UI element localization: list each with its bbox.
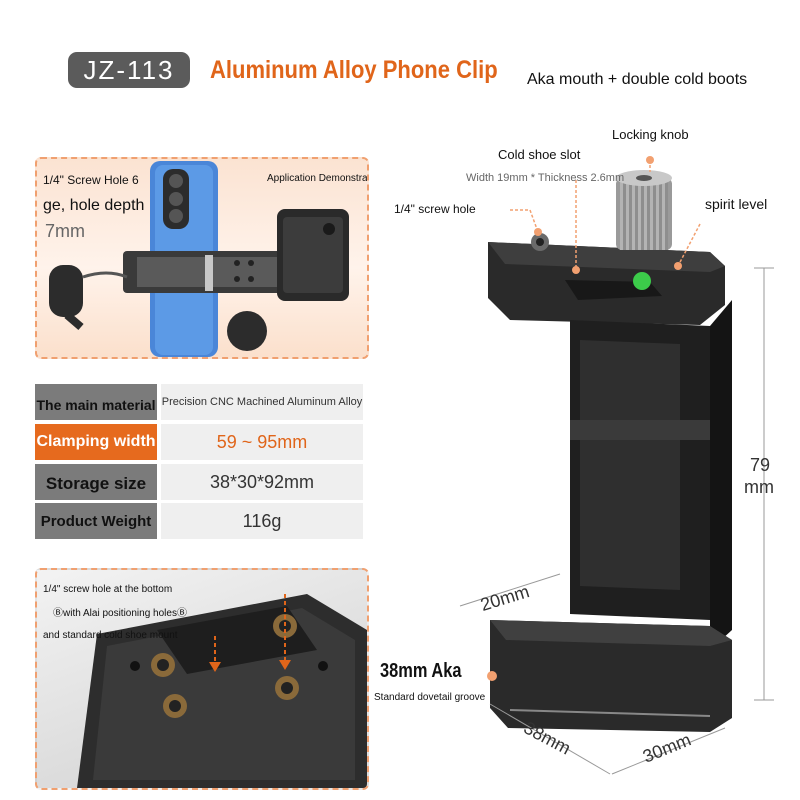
- screw-hole-depth: 7mm: [45, 221, 85, 241]
- spec-row-weight: Product Weight 116g: [35, 503, 363, 539]
- product-subtitle: Aka mouth + double cold boots: [527, 71, 748, 88]
- spec-row-material: The main material Precision CNC Machined…: [35, 384, 363, 420]
- product-title: Aluminum Alloy Phone Clip: [210, 56, 498, 84]
- cold-shoe-slot-label: Cold shoe slot: [498, 147, 581, 162]
- spirit-level-label: spirit level: [705, 196, 768, 212]
- bottom-view-panel: 1/4" screw hole at the bottom Ⓑwith Alai…: [35, 568, 369, 790]
- circled-b-icon: Ⓑ: [176, 608, 187, 619]
- bottom-label-line2-text: with Alai positioning holes: [63, 608, 177, 619]
- spec-key: The main material: [35, 384, 157, 420]
- slot-size-label: Width 19mm * Thickness 2.6mm: [466, 172, 625, 184]
- spec-value: 38*30*92mm: [161, 464, 363, 500]
- screw-hole-label: 1/4" screw hole: [394, 202, 476, 216]
- spec-row-storage: Storage size 38*30*92mm: [35, 464, 363, 500]
- model-badge: JZ-113: [68, 52, 190, 88]
- demo-illustration: [49, 161, 349, 357]
- screw-hole-label-line1: 1/4" Screw Hole 6: [43, 173, 139, 187]
- height-dimension-value: 79: [750, 455, 771, 475]
- bottom-label-line2: Ⓑwith Alai positioning holesⒷ: [53, 604, 187, 619]
- spec-key: Storage size: [35, 464, 157, 500]
- aka-title: 38mm Aka: [380, 660, 462, 682]
- circled-b-icon: Ⓑ: [53, 608, 63, 619]
- spec-value: 59 ~ 95mm: [161, 424, 363, 460]
- spec-value: Precision CNC Machined Aluminum Alloy: [161, 384, 363, 420]
- bottom-label-line1: 1/4" screw hole at the bottom: [43, 584, 173, 595]
- phone-clip-illustration: [459, 156, 774, 775]
- spec-value: 116g: [161, 503, 363, 539]
- application-demo-panel: 1/4" Screw Hole 6 ge, hole depth 7mm App…: [35, 157, 369, 359]
- demo-caption: Application Demonstration: [267, 173, 368, 184]
- height-dimension-unit: mm: [744, 477, 774, 497]
- bottom-view-illustration: [77, 594, 367, 788]
- aka-subtitle: Standard dovetail groove: [374, 692, 486, 703]
- screw-hole-label-line2: ge, hole depth: [43, 197, 145, 214]
- bottom-label-line3: and standard cold shoe mount: [43, 630, 178, 641]
- spec-key: Clamping width: [35, 424, 157, 460]
- spec-row-clamping: Clamping width 59 ~ 95mm: [35, 424, 363, 460]
- locking-knob-label: Locking knob: [612, 127, 689, 142]
- spec-key: Product Weight: [35, 503, 157, 539]
